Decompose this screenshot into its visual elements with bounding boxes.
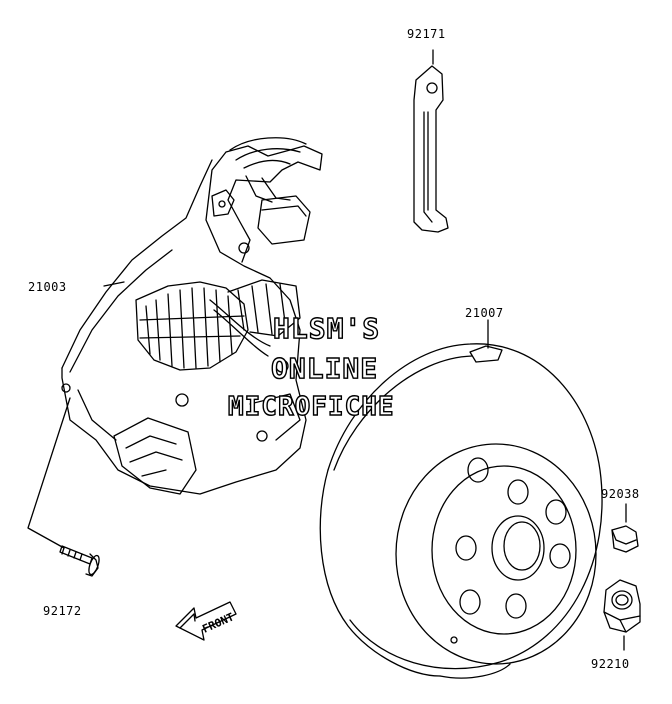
part-21003-stator[interactable] [61, 137, 323, 495]
part-label-92172: 92172 [43, 604, 82, 618]
front-direction-arrow: FRONT [175, 601, 237, 641]
part-92171-wire-clamp[interactable] [413, 49, 449, 233]
part-label-21003: 21003 [28, 280, 67, 294]
watermark-line-2: ONLINE [270, 351, 379, 385]
part-21007-flywheel[interactable] [319, 343, 603, 679]
leader-92172 [27, 397, 71, 549]
part-label-92171: 92171 [407, 27, 446, 41]
watermark-line-3: MICROFICHE [227, 391, 395, 422]
watermark-line-1: HLSM'S [272, 311, 381, 345]
part-92210-nut[interactable] [603, 579, 641, 633]
part-92172-screw[interactable] [59, 545, 101, 577]
leader-21003 [103, 281, 125, 287]
part-92038-key[interactable] [611, 525, 639, 553]
part-label-92038: 92038 [601, 487, 640, 501]
part-label-92210: 92210 [591, 657, 630, 671]
part-label-21007: 21007 [465, 306, 504, 320]
